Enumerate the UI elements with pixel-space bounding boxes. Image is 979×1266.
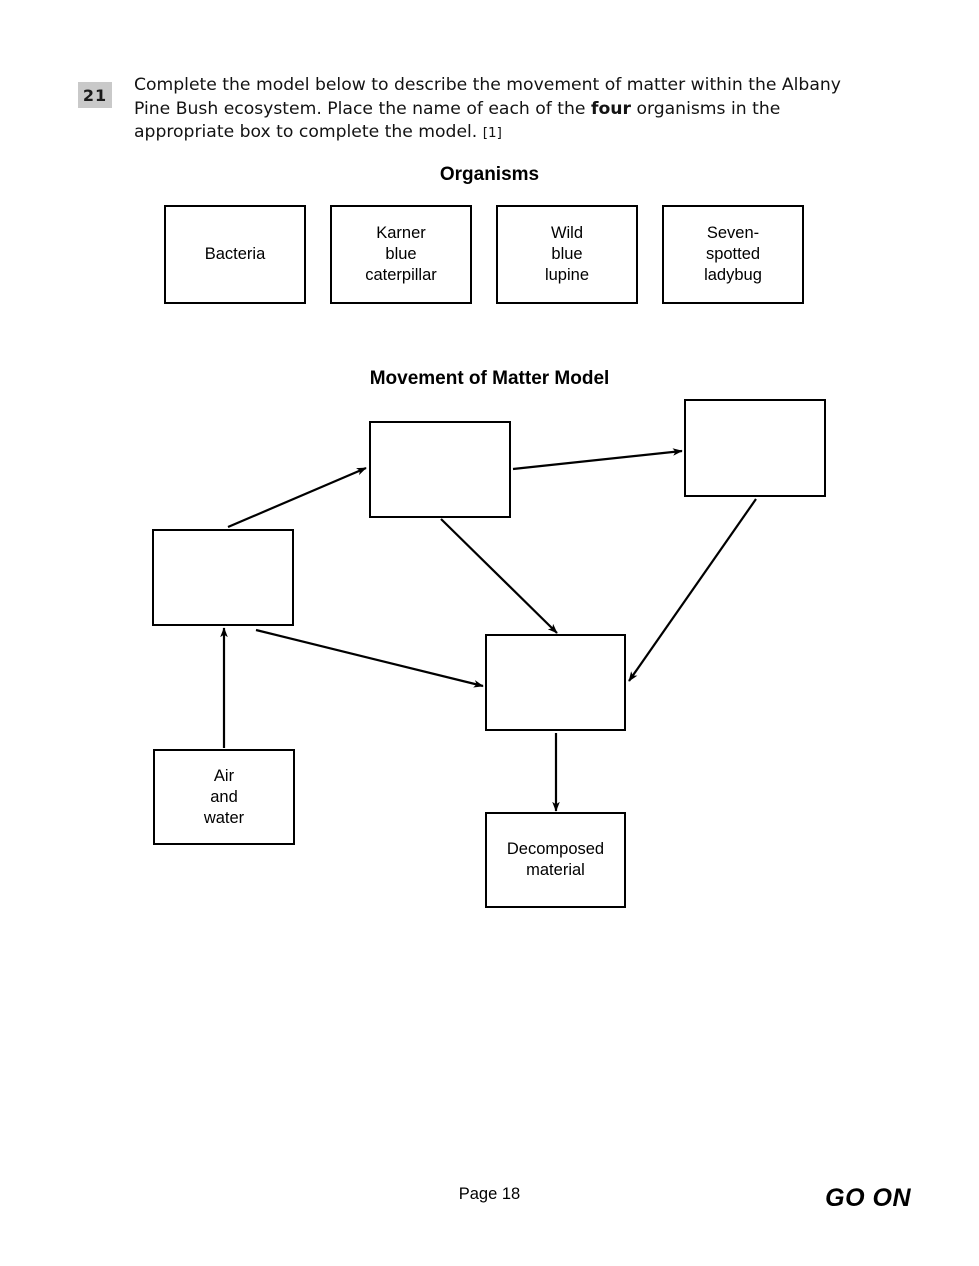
model-box-label: Air and water (203, 766, 245, 827)
model-box-center[interactable] (485, 634, 626, 731)
model-box-label: Decomposed material (506, 840, 605, 879)
arrow-left-to-center (255, 628, 484, 688)
question-marks: [1] (482, 125, 502, 141)
question-line-2a: Albany Pine Bush ecosystem. Place the na… (134, 75, 841, 119)
model-box-air-and-water: Air and water (153, 749, 295, 845)
arrow-top-middle-to-top-right (512, 448, 683, 471)
question-line-2b: organisms in the (630, 98, 781, 119)
question-text: Complete the model below to describe the… (134, 74, 879, 146)
question-line-3: appropriate box to complete the model. (134, 122, 478, 142)
organism-box-label: Seven- spotted ladybug (704, 224, 762, 284)
question-line-1: Complete the model below to describe the… (134, 75, 777, 95)
arrow-top-middle-to-center (440, 518, 558, 634)
organism-box-karner-blue-caterpillar[interactable]: Karner blue caterpillar (330, 205, 472, 304)
footer-go-on-label: GO ON (825, 1184, 911, 1212)
arrow-left-to-top-middle (227, 466, 367, 529)
organisms-heading: Organisms (439, 164, 540, 185)
arrow-top-right-to-center (628, 498, 757, 682)
organism-box-label: Karner blue caterpillar (365, 224, 437, 284)
model-box-top-middle[interactable] (369, 421, 511, 518)
footer-page-number: Page 18 (458, 1185, 521, 1203)
question-number-badge: 21 (78, 82, 112, 108)
organism-box-label: Wild blue lupine (544, 224, 590, 284)
model-box-top-right[interactable] (684, 399, 826, 497)
question-emphasis-four: four (590, 98, 631, 119)
organism-box-wild-blue-lupine[interactable]: Wild blue lupine (496, 205, 638, 304)
organism-box-seven-spotted-ladybug[interactable]: Seven- spotted ladybug (662, 205, 804, 304)
model-box-decomposed-material: Decomposed material (485, 812, 626, 908)
model-box-left[interactable] (152, 529, 294, 626)
organism-box-label: Bacteria (204, 245, 266, 263)
model-heading: Movement of Matter Model (369, 368, 610, 389)
organism-box-bacteria[interactable]: Bacteria (164, 205, 306, 304)
